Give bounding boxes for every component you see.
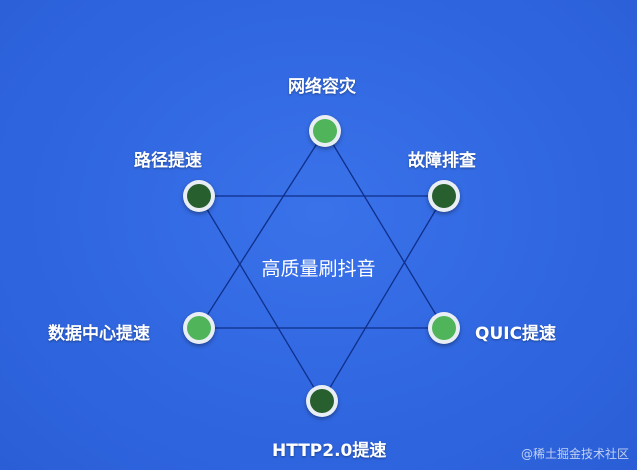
node-bottom-dot (310, 389, 334, 413)
node-lower-right (428, 312, 460, 344)
label-top: 网络容灾 (288, 77, 356, 97)
node-lower-right-dot (432, 316, 456, 340)
node-upper-right (428, 180, 460, 212)
node-upper-right-dot (432, 184, 456, 208)
line-upper-right-to-bottom (321, 195, 445, 402)
watermark: @稀土掘金技术社区 (520, 447, 629, 461)
label-upper-right: 故障排查 (408, 151, 476, 171)
label-lower-left: 数据中心提速 (48, 324, 150, 344)
center-title: 高质量刷抖音 (261, 258, 376, 280)
node-lower-left (183, 312, 215, 344)
label-upper-left: 路径提速 (134, 151, 202, 171)
node-top (309, 115, 341, 147)
label-bottom: HTTP2.0提速 (272, 441, 387, 461)
node-upper-left-dot (187, 184, 211, 208)
label-lower-right: QUIC提速 (475, 324, 557, 344)
line-top-to-lower-right (324, 130, 445, 329)
line-upper-left-to-bottom (198, 195, 323, 402)
line-top-to-lower-left (198, 130, 326, 329)
node-lower-left-dot (187, 316, 211, 340)
node-top-dot (313, 119, 337, 143)
node-upper-left (183, 180, 215, 212)
node-bottom (306, 385, 338, 417)
